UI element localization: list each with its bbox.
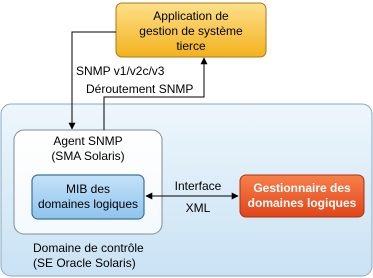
interface-label-2: XML (186, 201, 211, 215)
control-domain-label-1: Domaine de contrôle (33, 241, 144, 255)
manager-box (239, 174, 365, 218)
mib-label-2: domaines logiques (38, 197, 138, 211)
app-box-label-3: tierce (176, 39, 206, 53)
agent-label-2: (SMA Solaris) (51, 149, 124, 163)
app-box-label-2: gestion de système (139, 24, 243, 38)
interface-label-1: Interface (175, 179, 222, 193)
snmp-trap-label: Déroutement SNMP (86, 82, 193, 96)
mib-label-1: MIB des (66, 182, 110, 196)
snmp-trap-arrow (103, 57, 208, 130)
snmp-versions-label: SNMP v1/v2c/v3 (76, 64, 165, 78)
app-box-label-1: Application de (153, 9, 229, 23)
snmp-request-arrow (68, 31, 116, 130)
manager-label-1: Gestionnaire des (253, 181, 351, 195)
control-domain-label-2: (SE Oracle Solaris) (33, 256, 136, 270)
agent-label-1: Agent SNMP (53, 134, 122, 148)
app-box (115, 2, 267, 58)
mib-box (31, 174, 145, 220)
manager-label-2: domaines logiques (248, 196, 357, 210)
